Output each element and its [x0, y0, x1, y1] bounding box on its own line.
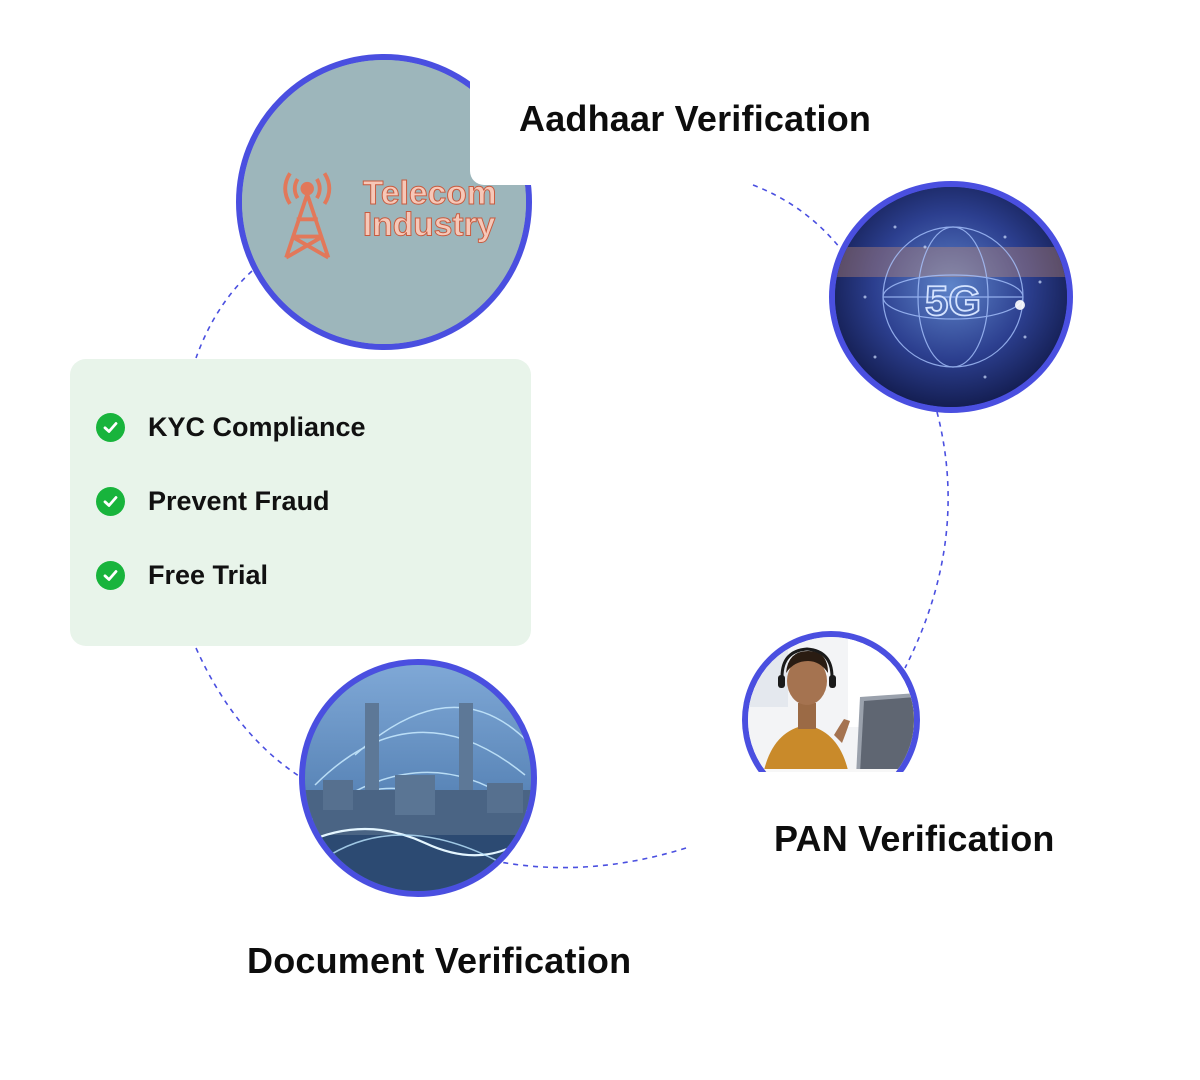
check-circle-icon [96, 486, 125, 516]
cell-tower-icon [283, 172, 332, 260]
5g-globe-image: 5G [829, 181, 1073, 413]
telecom-title-line2: Industry [363, 207, 496, 244]
5g-text: 5G [925, 277, 981, 324]
check-circle-icon [96, 412, 125, 442]
check-circle-icon [96, 560, 125, 590]
globe-icon [882, 226, 1024, 368]
aadhaar-verification-label: Aadhaar Verification [519, 98, 872, 139]
laptop-icon [856, 693, 914, 777]
feature-item-free-trial: Free Trial [96, 558, 268, 592]
city-network-image [299, 659, 537, 897]
feature-label: Free Trial [148, 559, 269, 590]
agent-image-cut [736, 772, 936, 822]
document-verification-label: Document Verification [247, 940, 632, 981]
feature-item-kyc-compliance: KYC Compliance [96, 410, 366, 444]
feature-label: Prevent Fraud [148, 485, 330, 516]
label-notch [470, 40, 590, 185]
features-card: KYC Compliance Prevent Fraud Free Trial [70, 359, 531, 646]
feature-label: KYC Compliance [148, 411, 366, 442]
feature-item-prevent-fraud: Prevent Fraud [96, 484, 330, 518]
pan-verification-label: PAN Verification [774, 818, 1055, 859]
